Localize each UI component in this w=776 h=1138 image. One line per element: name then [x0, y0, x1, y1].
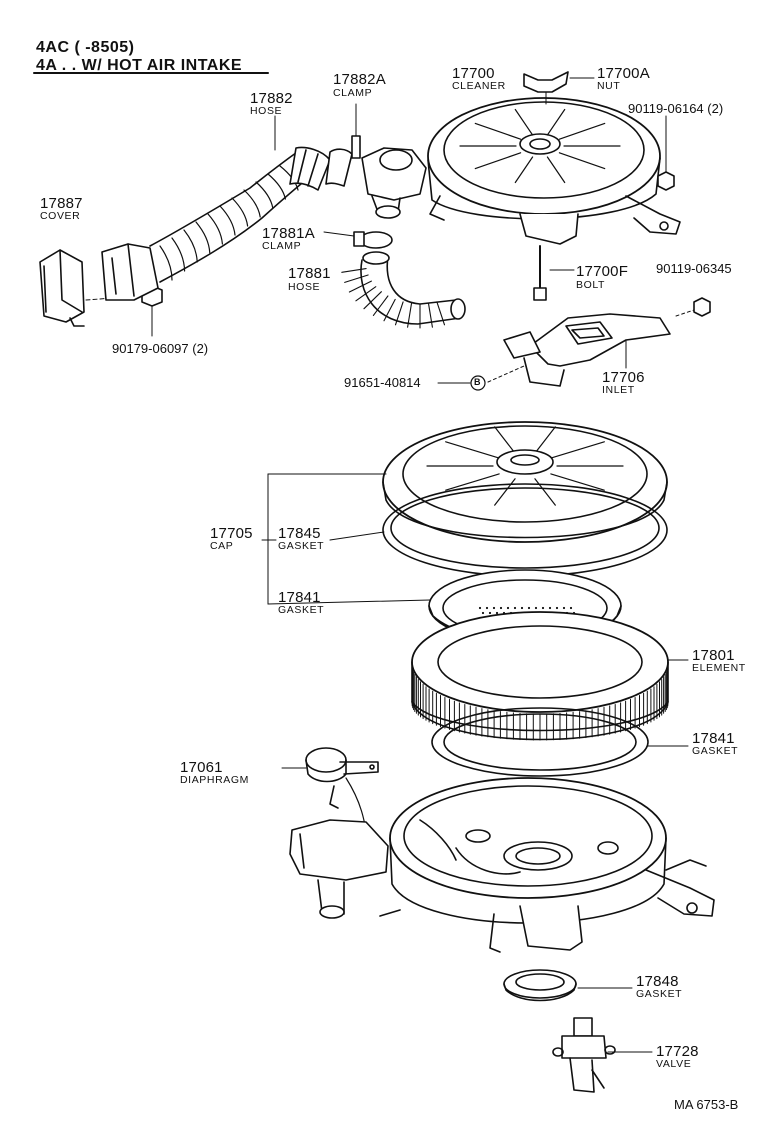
label-17887-num: 17887	[40, 195, 83, 212]
label-17881a-name: CLAMP	[262, 240, 302, 252]
wing-nut-17700a	[523, 71, 569, 105]
cap-17705	[382, 421, 668, 543]
clamp-17881a	[323, 231, 393, 249]
label-17841b-name: GASKET	[692, 745, 739, 757]
label-17887-name: COVER	[40, 210, 81, 222]
label-17882a-name: CLAMP	[333, 87, 373, 99]
label-17882-num: 17882	[250, 90, 293, 107]
intake-duct	[101, 243, 159, 301]
clamp-17882a	[325, 103, 361, 187]
header-line1: 4AC ( -8505)	[36, 39, 135, 56]
bolt-90119-06164	[657, 115, 675, 191]
hose-17881	[341, 251, 466, 329]
label-17801-num: 17801	[692, 647, 735, 664]
hose-17882	[149, 146, 331, 283]
callout-bracket	[261, 473, 689, 747]
label-17700a-name: NUT	[597, 80, 621, 92]
label-17881-name: HOSE	[288, 281, 321, 293]
label-90179-06097: 90179-06097 (2)	[112, 341, 209, 356]
footer-code: MA 6753-B	[674, 1097, 739, 1112]
label-17706-name: INLET	[602, 384, 635, 396]
cleaner-case	[289, 777, 715, 953]
leader-inlet-bolt	[487, 365, 525, 383]
label-17705-num: 17705	[210, 525, 253, 542]
bolt-90119-06345	[675, 297, 711, 317]
label-17061-num: 17061	[180, 759, 223, 776]
label-17841b-num: 17841	[692, 730, 735, 747]
label-17845-num: 17845	[278, 525, 321, 542]
label-90119-06164: 90119-06164 (2)	[628, 101, 724, 116]
label-17728-num: 17728	[656, 1043, 699, 1060]
label-17845-name: GASKET	[278, 540, 325, 552]
label-17728-name: VALVE	[656, 1058, 692, 1070]
label-17700-num: 17700	[452, 65, 495, 82]
marker-b: B	[474, 377, 481, 387]
label-17848-num: 17848	[636, 973, 679, 990]
label-17841a-name: GASKET	[278, 604, 325, 616]
label-17881-num: 17881	[288, 265, 331, 282]
gasket-17841-lower	[431, 707, 649, 777]
element-17801	[411, 611, 669, 741]
air-cleaner-17700	[427, 97, 681, 245]
label-17841a-num: 17841	[278, 589, 321, 606]
gasket-17848	[503, 969, 633, 1002]
bolt-17700f	[533, 245, 575, 301]
label-17882a-num: 17882A	[333, 71, 386, 88]
inlet-17706	[503, 313, 671, 387]
valve-body	[361, 147, 427, 219]
label-91651-40814: 91651-40814	[344, 375, 421, 390]
label-17848-name: GASKET	[636, 988, 683, 1000]
label-17700-name: CLEANER	[452, 80, 506, 92]
label-17881a-num: 17881A	[262, 225, 315, 242]
label-17061-name: DIAPHRAGM	[180, 774, 249, 786]
label-17706-num: 17706	[602, 369, 645, 386]
label-90119-06345: 90119-06345	[656, 261, 732, 276]
label-17700f-name: BOLT	[576, 279, 606, 291]
cover-17887	[39, 249, 85, 327]
label-17801-name: ELEMENT	[692, 662, 746, 674]
valve-17728	[552, 1017, 653, 1093]
label-17882-name: HOSE	[250, 105, 283, 117]
header-line2: 4A . . W/ HOT AIR INTAKE	[36, 57, 243, 74]
label-17705-name: CAP	[210, 540, 234, 552]
label-17700f-num: 17700F	[576, 263, 629, 280]
marker-b-circle	[470, 375, 486, 391]
label-17700a-num: 17700A	[597, 65, 650, 82]
